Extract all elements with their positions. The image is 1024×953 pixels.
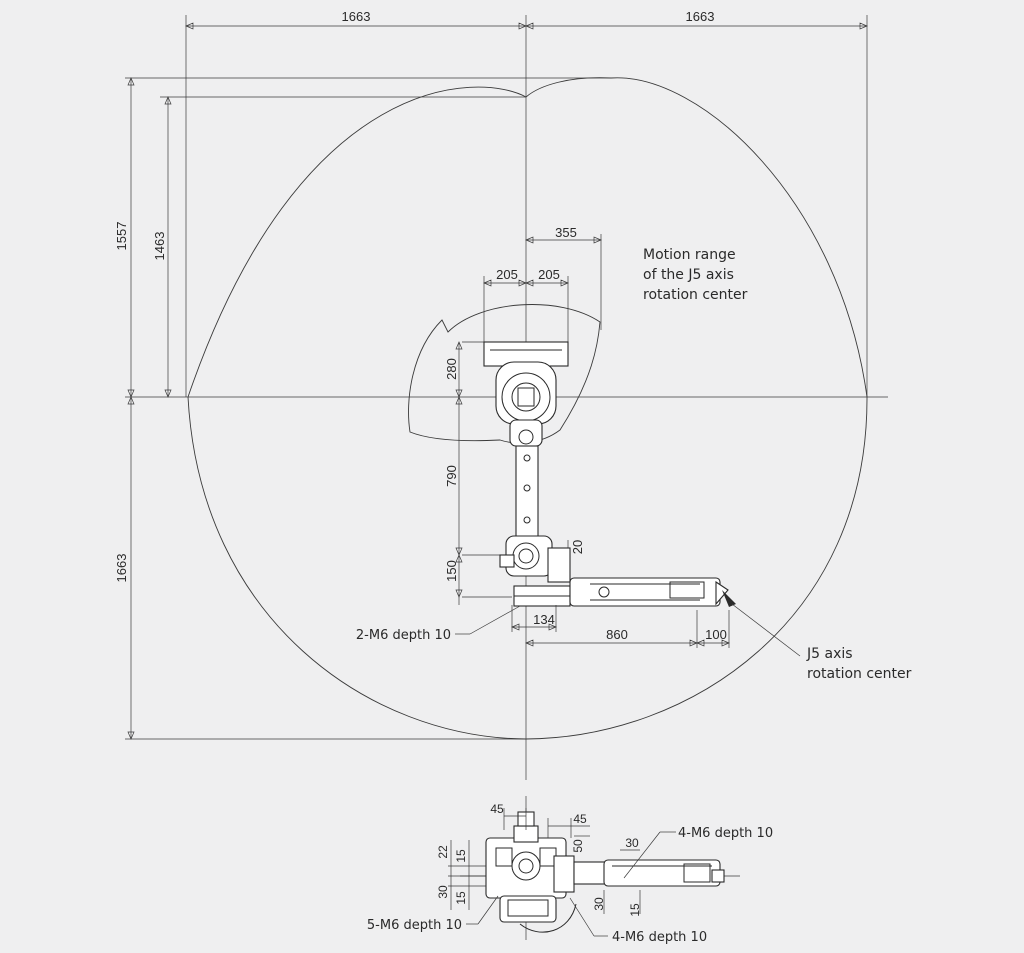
- dim-height-max: 1557: [114, 222, 129, 251]
- motion-range-note: Motion range of the J5 axis rotation cen…: [643, 247, 748, 303]
- note-motion-range-3: rotation center: [643, 287, 748, 303]
- dim-base-right: 205: [538, 267, 560, 282]
- callout-4m6-top: 4-M6 depth 10: [678, 826, 773, 841]
- dim-50: 50: [571, 839, 585, 853]
- dim-arm-790: 790: [444, 465, 459, 487]
- dim-base-widths: 355 205 205: [483, 225, 602, 345]
- note-j5-1: J5 axis: [806, 646, 853, 662]
- dim-j2-height: 280: [444, 358, 459, 380]
- dim-offset-355: 355: [555, 225, 577, 240]
- dim-22: 22: [436, 845, 450, 859]
- dim-30-right-bottom: 30: [592, 897, 606, 911]
- dim-arm-heights: 280 790 150 20: [444, 341, 585, 605]
- dim-forearm-134: 134: [533, 612, 555, 627]
- callout-2m6-text: 2-M6 depth 10: [356, 628, 451, 643]
- dim-15-right: 15: [628, 903, 642, 917]
- dim-top-reach: 1663 1663: [185, 9, 868, 397]
- dim-base-left: 205: [496, 267, 518, 282]
- note-motion-range-1: Motion range: [643, 247, 736, 263]
- dim-below-base: 1663: [114, 554, 129, 583]
- callout-4m6-bottom: 4-M6 depth 10: [612, 930, 707, 945]
- robot-body-top: [483, 341, 736, 607]
- dim-forearm: 134 860 100: [511, 605, 730, 648]
- note-j5-2: rotation center: [807, 666, 912, 682]
- dim-forearm-860: 860: [606, 627, 628, 642]
- robot-body-bottom: [460, 796, 740, 940]
- dim-wrist-100: 100: [705, 627, 727, 642]
- dim-30-left: 30: [436, 885, 450, 899]
- dim-arm-20: 20: [570, 540, 585, 554]
- callout-5m6: 5-M6 depth 10: [367, 918, 462, 933]
- dim-30-right-top: 30: [625, 836, 639, 850]
- j5-note: J5 axis rotation center: [731, 603, 912, 682]
- dim-right-reach: 1663: [686, 9, 715, 24]
- dim-arm-150: 150: [444, 560, 459, 582]
- callout-2m6: 2-M6 depth 10: [356, 605, 521, 643]
- dim-vertical: 1557 1463 1663: [114, 77, 611, 740]
- dim-15-lower: 15: [454, 891, 468, 905]
- dim-left-reach: 1663: [342, 9, 371, 24]
- bottom-callouts: 4-M6 depth 10 5-M6 depth 10 4-M6 depth 1…: [367, 826, 773, 945]
- dim-45-left: 45: [490, 802, 504, 816]
- dim-45-right: 45: [573, 812, 587, 826]
- bottom-dims: 45 45 50 22 15 30 15 30 30 15: [436, 802, 642, 917]
- note-motion-range-2: of the J5 axis: [643, 267, 734, 283]
- dim-15-upper: 15: [454, 849, 468, 863]
- dim-height-inner: 1463: [152, 232, 167, 261]
